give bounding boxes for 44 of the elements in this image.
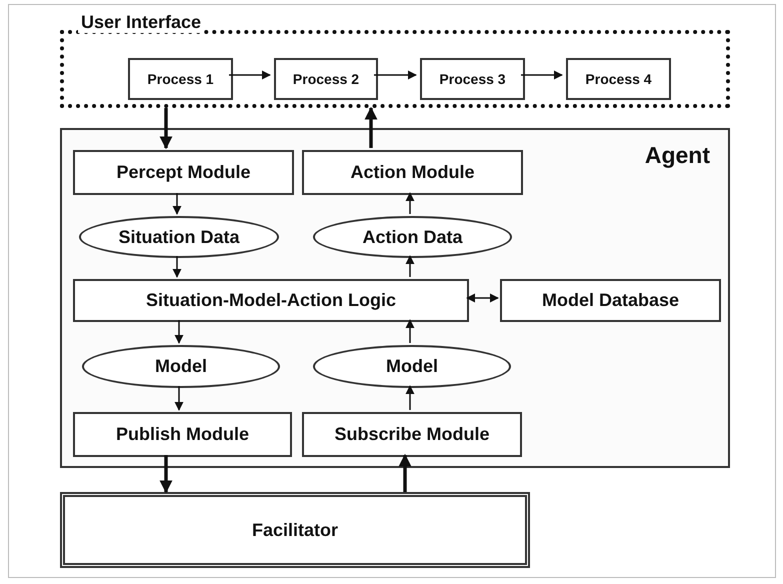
process-box bbox=[60, 492, 530, 568]
arrow bbox=[406, 319, 414, 343]
arrow bbox=[466, 294, 499, 302]
arrow bbox=[160, 455, 172, 494]
process-box bbox=[128, 58, 233, 100]
arrow bbox=[229, 70, 271, 80]
arrow bbox=[364, 106, 378, 148]
node-label: Situation-Model-Action Logic bbox=[146, 290, 396, 311]
process-box bbox=[420, 58, 525, 100]
group-box bbox=[60, 128, 730, 468]
arrow bbox=[406, 385, 414, 410]
node-label: Situation Data bbox=[118, 226, 240, 248]
node-label: Action Module bbox=[350, 162, 474, 183]
node-label: Model Database bbox=[542, 290, 680, 311]
arrow bbox=[406, 255, 414, 277]
arrow bbox=[160, 108, 172, 150]
node-label: Model bbox=[386, 356, 438, 377]
node-label: Process 1 bbox=[147, 71, 214, 87]
arrow bbox=[172, 193, 182, 215]
arrow bbox=[374, 70, 417, 80]
node-label: Process 2 bbox=[292, 71, 360, 87]
arrow bbox=[398, 454, 412, 492]
arrow bbox=[172, 256, 182, 278]
arrow bbox=[406, 192, 414, 214]
arrow bbox=[521, 70, 563, 80]
node-label: Percept Module bbox=[116, 162, 251, 183]
node-label: Process 3 bbox=[439, 71, 506, 87]
process-box bbox=[566, 58, 671, 100]
process-box bbox=[302, 412, 522, 457]
node-label: Facilitator bbox=[252, 520, 338, 540]
node-label: Subscribe Module bbox=[334, 424, 490, 445]
process-box bbox=[302, 150, 523, 195]
process-box bbox=[500, 279, 721, 322]
node-label: Publish Module bbox=[116, 424, 249, 445]
arrow bbox=[174, 386, 184, 411]
process-box bbox=[274, 58, 378, 100]
node-label: Model bbox=[155, 356, 207, 377]
node-label: Action Data bbox=[362, 226, 462, 248]
group-title: Agent bbox=[644, 142, 710, 169]
node-label: Process 4 bbox=[585, 71, 652, 87]
arrow bbox=[174, 320, 184, 344]
process-box bbox=[73, 150, 294, 195]
process-box bbox=[73, 279, 469, 322]
process-box bbox=[73, 412, 292, 457]
